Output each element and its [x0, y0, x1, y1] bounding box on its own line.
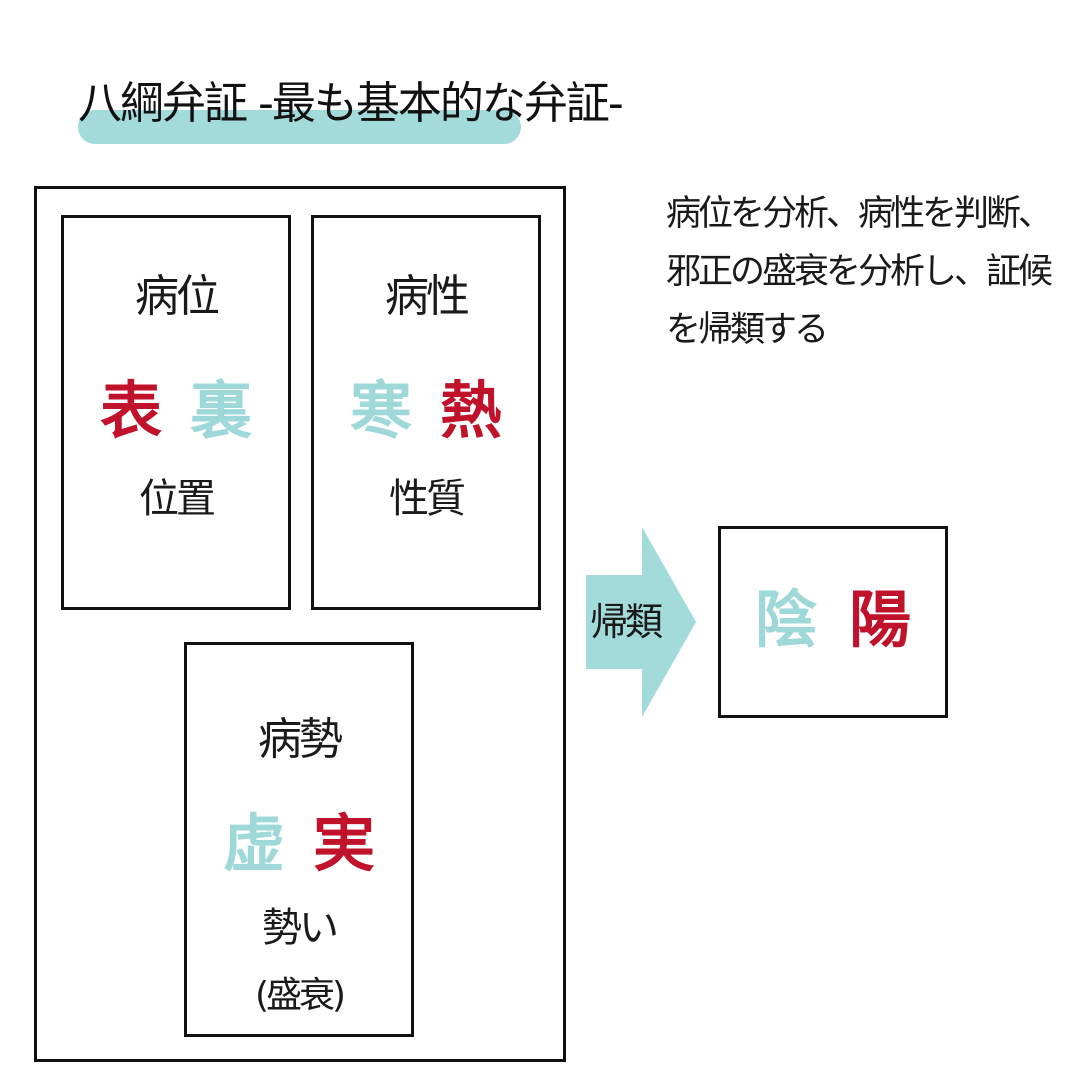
card-title: 病性	[385, 271, 470, 322]
yang-char: 陽	[849, 583, 912, 656]
description: 病位を分析、病性を判断、 邪正の盛衰を分析し、証候 を帰類する	[666, 185, 1066, 359]
opposite-pair: 陰陽	[721, 583, 945, 657]
page-title: 八綱弁証 -最も基本的な弁証-	[78, 78, 624, 129]
card-subtitle-2: (盛衰)	[254, 975, 346, 1016]
description-line: を帰類する	[666, 310, 829, 350]
card-subtitle: 性質	[389, 476, 466, 522]
deficiency-char: 虚	[222, 807, 285, 880]
interior-char: 裏	[190, 374, 253, 447]
arrow-label: 帰類	[590, 600, 663, 644]
heat-char: 熱	[440, 374, 503, 447]
card-disease-momentum: 病勢 虚実 勢い (盛衰)	[184, 642, 414, 1037]
cold-char: 寒	[349, 374, 412, 447]
right-arrow-icon	[586, 527, 696, 717]
opposite-pair: 虚実	[187, 807, 411, 881]
exterior-char: 表	[99, 374, 162, 447]
description-line: 邪正の盛衰を分析し、証候	[666, 252, 1053, 292]
eight-principles-container	[34, 186, 566, 1062]
card-title: 病位	[135, 271, 220, 322]
card-title: 病勢	[258, 714, 343, 765]
yin-char: 陰	[754, 583, 817, 656]
card-disease-location: 病位 表裏 位置	[61, 215, 291, 610]
card-subtitle: 位置	[139, 476, 216, 522]
description-line: 病位を分析、病性を判断、	[666, 194, 1053, 234]
card-disease-nature: 病性 寒熱 性質	[311, 215, 541, 610]
opposite-pair: 寒熱	[314, 374, 538, 448]
title-highlight	[78, 110, 521, 144]
opposite-pair: 表裏	[64, 374, 288, 448]
excess-char: 実	[313, 807, 376, 880]
result-yin-yang: 陰陽	[718, 526, 948, 718]
card-subtitle: 勢い	[262, 905, 339, 951]
